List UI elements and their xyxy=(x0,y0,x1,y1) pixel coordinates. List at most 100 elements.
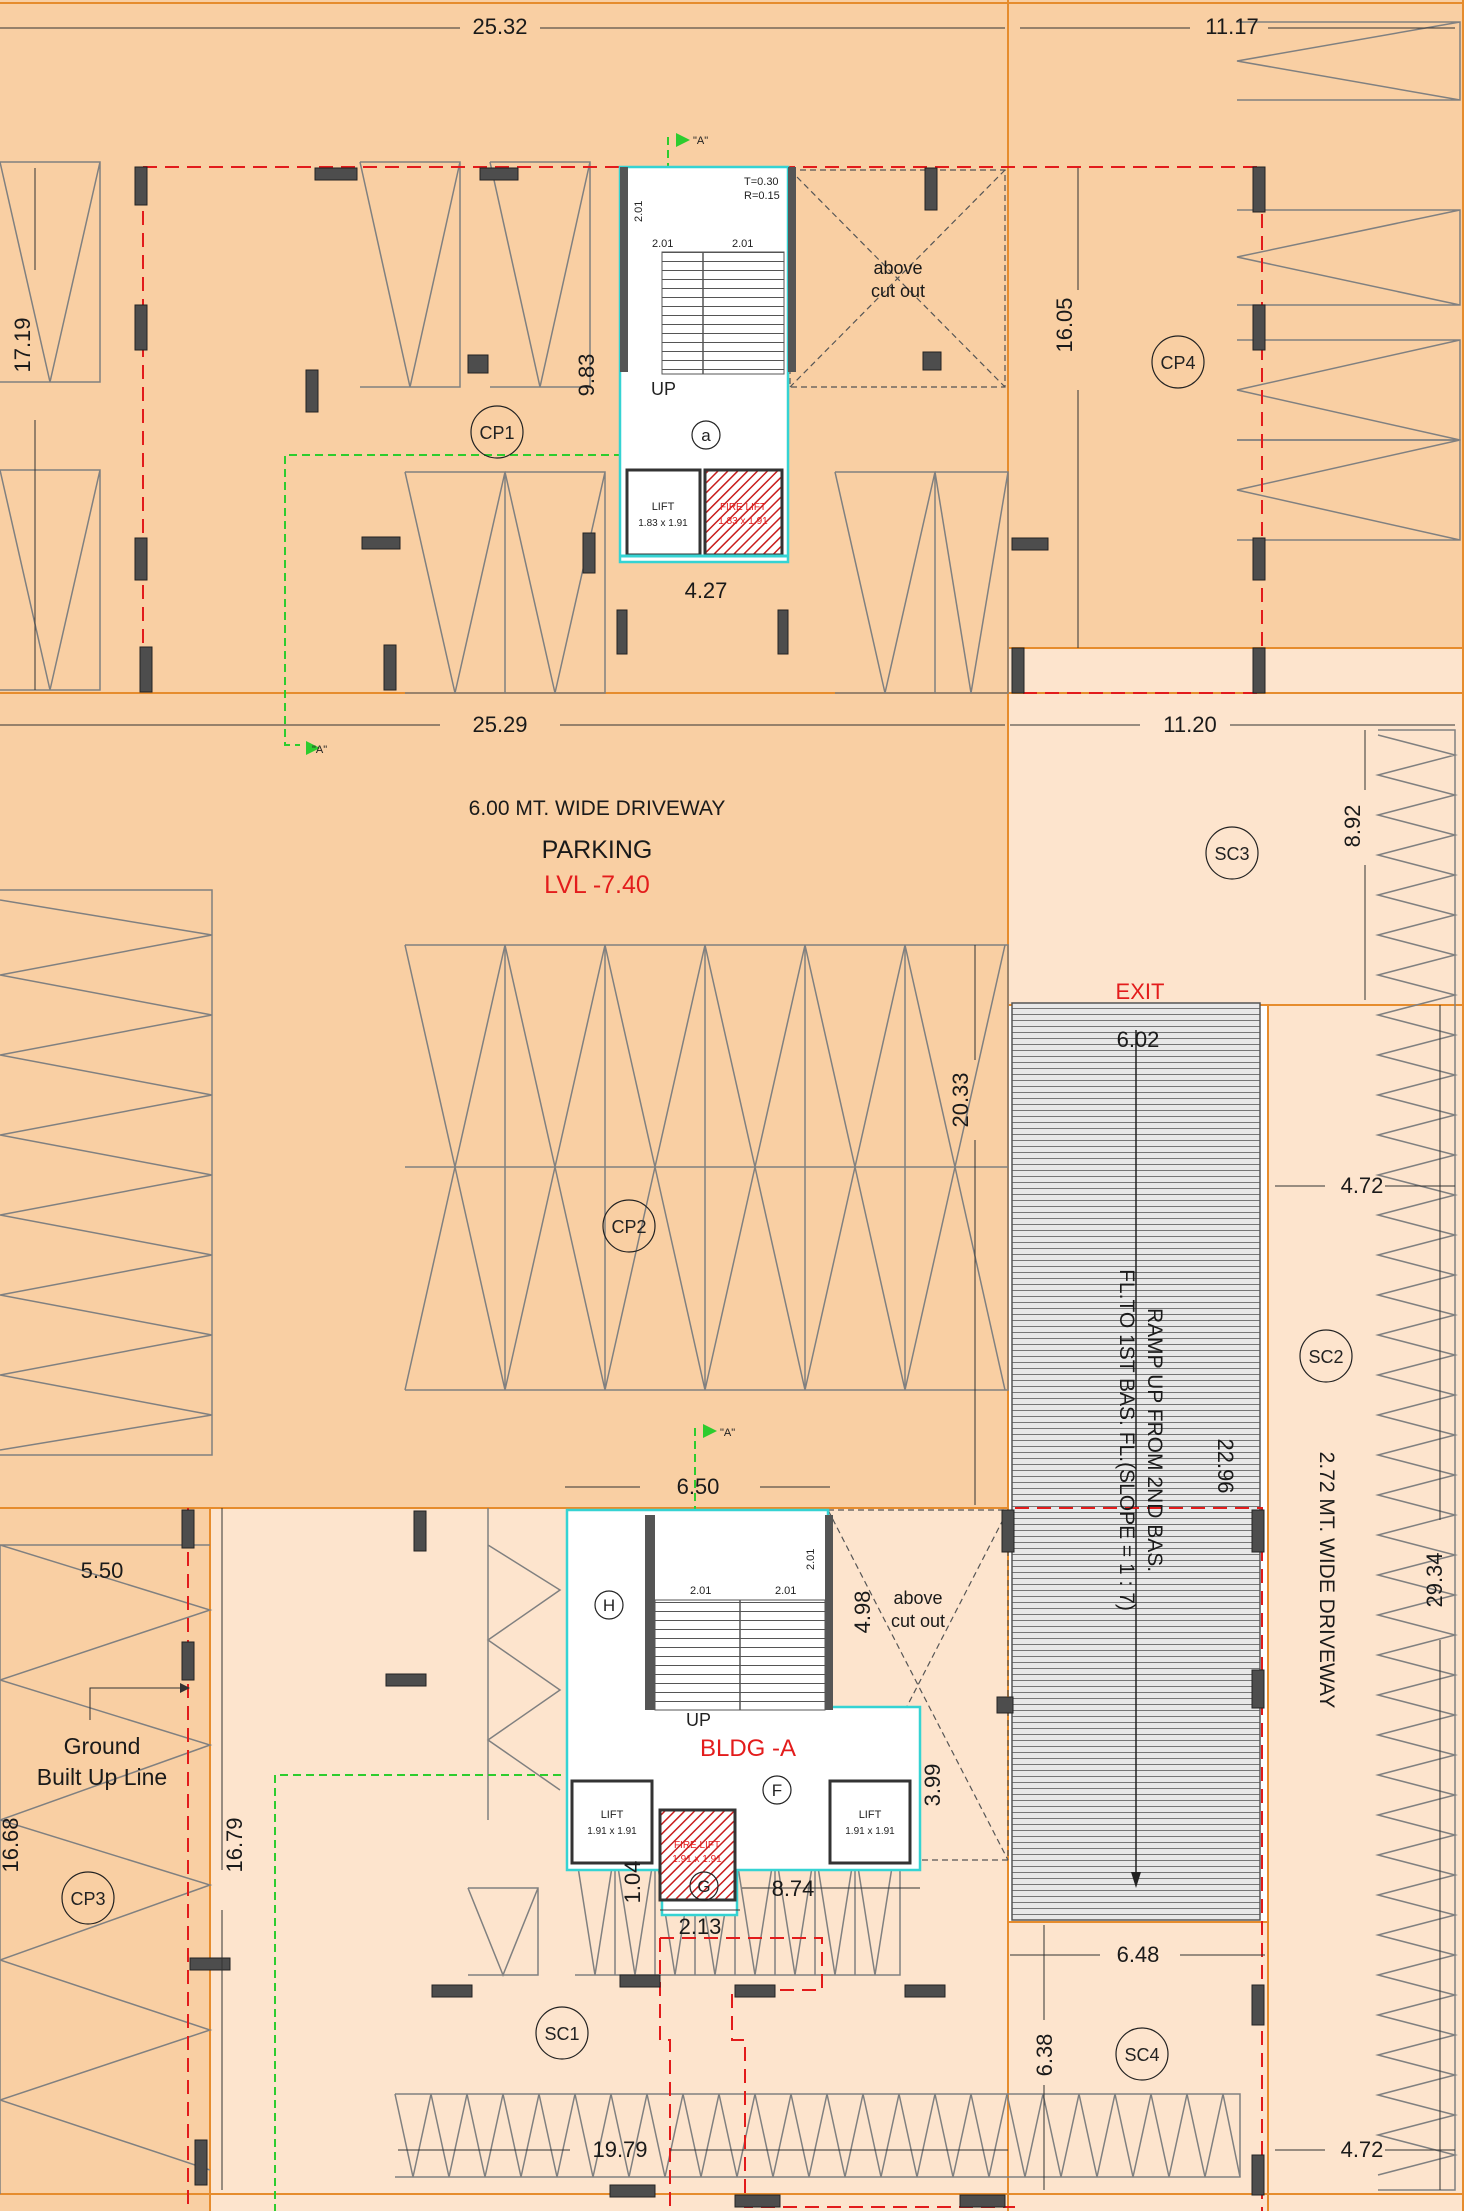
columns xyxy=(134,166,1266,2208)
core-b-tag-h: H xyxy=(603,1596,615,1615)
core-a-lift xyxy=(625,468,702,557)
cutout-b-label-1: above xyxy=(893,1588,942,1608)
ground-line-label-1: Ground xyxy=(64,1733,141,1759)
core-b-lift-right xyxy=(828,1779,912,1865)
zone-tag-sc4: SC4 xyxy=(1124,2045,1159,2065)
dim-cutout-b-height: 4.98 xyxy=(850,1591,875,1634)
dimension-lines xyxy=(0,27,1455,2190)
stair-run-a-right: 2.01 xyxy=(732,238,753,250)
core-b-up: UP xyxy=(686,1710,711,1730)
core-a-tag: a xyxy=(701,426,711,445)
driveway-side-label: 2.72 MT. WIDE DRIVEWAY xyxy=(1315,1452,1338,1709)
core-a-fire-lift-label: FIRE LIFT xyxy=(720,502,766,513)
core-a-wall-left xyxy=(620,167,628,372)
building-name: BLDG -A xyxy=(700,1735,796,1762)
core-b-tag-f-circle xyxy=(762,1775,792,1805)
dim-top-width-left: 25.32 xyxy=(472,14,527,39)
zone-tag-sc3: SC3 xyxy=(1214,844,1249,864)
cutout-a-label-2: cut out xyxy=(871,281,925,301)
core-a-lift-size: 1.83 x 1.91 xyxy=(638,518,688,529)
core-b-tag-g-circle xyxy=(689,1871,719,1901)
core-b-lift-right-size: 1.91 x 1.91 xyxy=(845,1826,895,1837)
ramp-arrowhead xyxy=(1131,1872,1141,1888)
driveway-main-label: 6.00 MT. WIDE DRIVEWAY xyxy=(469,797,726,820)
dim-driveway-height: 20.33 xyxy=(948,1072,973,1127)
core-b-fire-lift xyxy=(658,1808,737,1902)
dim-core-b-span: 8.74 xyxy=(772,1876,815,1901)
dim-core-a-height: 9.83 xyxy=(574,354,599,397)
dim-sc2-width: 4.72 xyxy=(1341,1173,1384,1198)
dim-core-b-depth: 1.04 xyxy=(620,1861,645,1904)
zone-sc4 xyxy=(1008,1922,1268,2211)
core-b-tag-g: G xyxy=(697,1877,710,1896)
core-a-tag-circle xyxy=(691,420,721,450)
stair-riser: R=0.15 xyxy=(744,190,780,202)
cutout-a-label-1: above xyxy=(873,258,922,278)
exit-label: EXIT xyxy=(1116,979,1165,1004)
level-label: LVL -7.40 xyxy=(544,871,650,899)
dim-sc1-height: 16.79 xyxy=(222,1817,247,1872)
dim-mid-width-left: 25.29 xyxy=(472,712,527,737)
ground-line-arrowhead xyxy=(180,1683,190,1693)
section-arrows xyxy=(306,133,717,1438)
dim-cp4-height: 16.05 xyxy=(1052,297,1077,352)
dim-core-b-lobby: 3.99 xyxy=(920,1764,945,1807)
dim-bottom-width: 19.79 xyxy=(592,2137,647,2162)
dim-core-b-width: 6.50 xyxy=(677,1474,720,1499)
stair-run-a-left: 2.01 xyxy=(652,238,673,250)
ground-line-label-2: Built Up Line xyxy=(37,1764,167,1790)
section-marker-top: "A" xyxy=(693,135,708,147)
zone-tag-cp1: CP1 xyxy=(479,423,514,443)
ramp-label-line2: FL.TO 1ST BAS. FL.(SLOPE = 1 : 7) xyxy=(1115,1269,1138,1611)
core-a-stair xyxy=(661,251,785,375)
core-b-lift-left-label: LIFT xyxy=(601,1809,624,1821)
core-a-fire-lift xyxy=(703,468,784,557)
parking-label: PARKING xyxy=(542,836,653,864)
stair-run-b-left: 2.01 xyxy=(690,1585,711,1597)
section-marker-bottom: "A" xyxy=(720,1427,735,1439)
core-b-tag-f: F xyxy=(772,1781,782,1800)
dim-core-b-landing: 2.13 xyxy=(679,1914,722,1939)
zone-sc3 xyxy=(1008,693,1463,1005)
cutout-b-label-2: cut out xyxy=(891,1611,945,1631)
ground-line-leader xyxy=(89,1687,188,1720)
zone-tag-cp3: CP3 xyxy=(70,1889,105,1909)
core-b-wall-left xyxy=(645,1515,655,1710)
core-b-wall-right xyxy=(825,1515,833,1710)
stair-rise-a: 2.01 xyxy=(633,201,645,222)
stair-rise-b: 2.01 xyxy=(805,1549,817,1570)
core-b-fire-lift-size: 1.91 x 1.91 xyxy=(672,1854,722,1865)
zone-tag-sc1: SC1 xyxy=(544,2024,579,2044)
zone-strip-top xyxy=(1008,648,1463,693)
core-b-fire-lift-label: FIRE LIFT xyxy=(674,1840,720,1851)
zone-tags: CP1 CP2 CP3 CP4 SC1 SC2 SC3 SC4 xyxy=(61,335,1353,2081)
core-a-lift-label: LIFT xyxy=(652,501,675,513)
core-a-wall-right xyxy=(788,167,796,372)
cp2-stall-dividers xyxy=(504,945,906,1390)
zone-tag-cp2: CP2 xyxy=(611,1217,646,1237)
parking-stalls xyxy=(0,21,1461,2194)
dim-cp3-height: 16.68 xyxy=(0,1817,23,1872)
dimension-labels: 25.32 11.17 17.19 9.83 16.05 4.27 25.29 … xyxy=(0,14,1447,2162)
dim-cp3-width: 5.50 xyxy=(81,1558,124,1583)
zone-tag-sc2: SC2 xyxy=(1308,1347,1343,1367)
dim-top-width-right: 11.17 xyxy=(1205,14,1258,39)
dim-ramp-length: 22.96 xyxy=(1213,1438,1238,1493)
ramp-label-line1: RAMP UP FROM 2ND BAS. xyxy=(1143,1308,1166,1572)
dim-core-a-width: 4.27 xyxy=(685,578,728,603)
ramp xyxy=(1011,1002,1261,1921)
dim-mid-width-right: 11.20 xyxy=(1163,712,1216,737)
stair-tread: T=0.30 xyxy=(744,176,779,188)
core-b xyxy=(565,1508,922,1917)
dim-sc4-height: 6.38 xyxy=(1032,2034,1057,2077)
core-b-lift-right-label: LIFT xyxy=(859,1809,882,1821)
dim-ramp-width: 6.02 xyxy=(1117,1027,1160,1052)
dim-right-strip-height: 29.34 xyxy=(1422,1552,1447,1607)
zone-tag-cp4: CP4 xyxy=(1160,353,1195,373)
zone-cp3 xyxy=(0,1508,210,2211)
core-a-up: UP xyxy=(651,379,676,399)
core-b-tag-h-circle xyxy=(594,1590,624,1620)
zone-cp1 xyxy=(0,0,1008,693)
core-b-lift-left xyxy=(570,1779,654,1865)
